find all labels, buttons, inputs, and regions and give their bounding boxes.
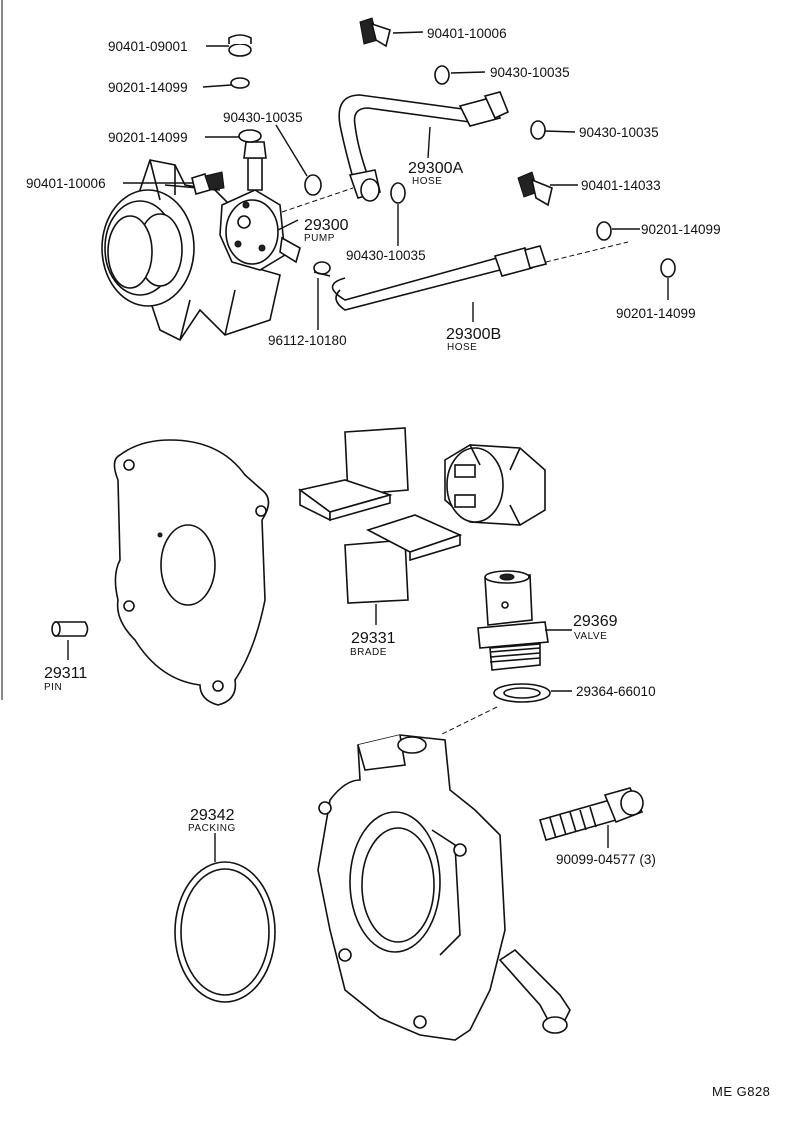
label-90430-10035-d: 90430-10035: [346, 248, 426, 263]
leader-lines-top: [123, 31, 669, 330]
rotor: [444, 444, 546, 526]
washer-dash-line: [439, 706, 498, 736]
label-29364-66010: 29364-66010: [576, 684, 656, 699]
label-29331: 29331: [351, 630, 396, 647]
label-90401-10006-a: 90401-10006: [26, 176, 106, 191]
label-29300A: 29300A: [408, 160, 463, 177]
label-29369-name: VALVE: [574, 631, 607, 642]
union-bolt-90401-10006-a: [191, 171, 225, 195]
label-29311: 29311: [44, 665, 87, 682]
pump-body: [219, 141, 301, 271]
label-90430-10035-c: 90430-10035: [579, 125, 659, 140]
blades-29331: [298, 427, 463, 604]
label-29300A-name: HOSE: [412, 176, 442, 187]
label-29331-name: BRADE: [350, 647, 387, 658]
label-90430-10035-a: 90430-10035: [223, 110, 303, 125]
label-29342-name: PACKING: [188, 823, 236, 834]
gasket-90201-14099-b: [238, 129, 262, 143]
label-90430-10035-b: 90430-10035: [490, 65, 570, 80]
gasket-90430-10035-right: [530, 120, 546, 140]
plug-90401-09001: [228, 34, 252, 57]
pump-housing: [101, 159, 281, 342]
gasket-90201-14099-d: [660, 258, 676, 278]
label-96112-10180: 96112-10180: [268, 333, 347, 348]
label-90201-14099-a: 90201-14099: [108, 80, 188, 95]
pump-housing-bottom: [317, 734, 571, 1041]
labels: 90401-09001 90201-14099 90430-10035 9020…: [26, 26, 770, 1099]
gasket-90201-14099-a: [230, 77, 250, 89]
label-29369: 29369: [573, 613, 618, 630]
label-90401-09001: 90401-09001: [108, 39, 188, 54]
label-29300B: 29300B: [446, 326, 501, 343]
bolt-90099-04577: [539, 787, 644, 841]
label-29342: 29342: [190, 807, 235, 824]
pin-29311: [51, 621, 89, 637]
label-90099-04577: 90099-04577 (3): [556, 852, 656, 867]
gasket-90430-10035-mid: [390, 182, 406, 204]
hose-29300B: [331, 245, 548, 311]
label-29311-name: PIN: [44, 682, 62, 693]
gasket-90201-14099-c: [596, 221, 612, 241]
label-90201-14099-d: 90201-14099: [616, 306, 696, 321]
label-90201-14099-c: 90201-14099: [641, 222, 721, 237]
packing-29342: [174, 861, 276, 1003]
clip-96112-10180: [313, 261, 331, 277]
hose-29300A: [338, 91, 510, 202]
pump-cover-plate: [113, 439, 270, 706]
label-29300-name: PUMP: [304, 233, 335, 244]
label-90401-14033: 90401-14033: [581, 178, 661, 193]
union-bolt-90401-10006-b: [359, 17, 391, 48]
union-bolt-90401-14033: [517, 171, 553, 207]
gasket-90430-10035-left: [304, 174, 322, 196]
valve-29369: [477, 570, 549, 671]
label-29300B-name: HOSE: [447, 342, 477, 353]
label-90201-14099-b: 90201-14099: [108, 130, 188, 145]
label-90401-10006-b: 90401-10006: [427, 26, 507, 41]
gasket-90430-10035-top: [434, 65, 450, 85]
diagram-code: ME G828: [712, 1084, 770, 1099]
washer-29364-66010: [493, 683, 551, 703]
label-29300: 29300: [304, 217, 349, 234]
